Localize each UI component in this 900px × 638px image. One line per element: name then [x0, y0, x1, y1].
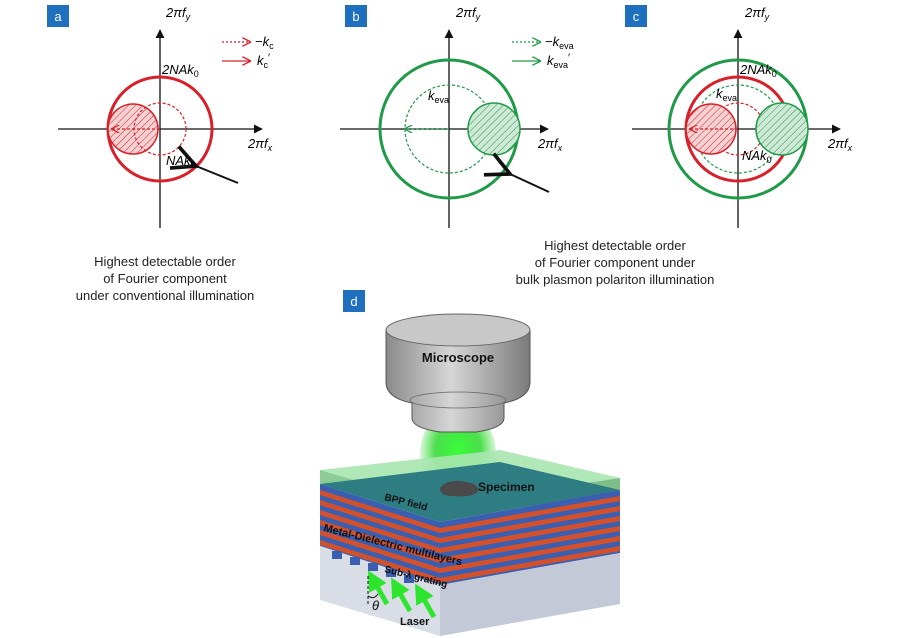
caption-left-line-2: of Fourier component — [103, 271, 227, 286]
mid-label-c: keva — [716, 86, 737, 103]
substrate-right-face — [440, 553, 620, 636]
axis-y-label-c: 2πfy — [744, 5, 770, 22]
panel-b: 2πfy 2πfx keva −keva keva′ — [340, 5, 574, 228]
microscope-body — [385, 329, 531, 433]
pointer-arrow-a — [196, 166, 239, 184]
caption-left: Highest detectable order of Fourier comp… — [65, 253, 265, 304]
panel-tag-b: b — [345, 5, 367, 27]
caption-right-line-2: of Fourier component under — [534, 255, 696, 270]
panel-c: 2πfy 2πfx 2NAk0 keva NAk0 — [632, 5, 853, 228]
axis-x-label-c: 2πfx — [827, 136, 853, 153]
inner-label-b: keva — [428, 88, 449, 105]
caption-left-line-3: under conventional illumination — [75, 288, 255, 303]
pointer-arrow-b — [510, 174, 550, 193]
laser-label: Laser — [400, 616, 430, 628]
axis-y-label-a: 2πfy — [165, 5, 191, 22]
axis-x-label-a: 2πfx — [247, 136, 273, 153]
caption-right: Highest detectable order of Fourier comp… — [500, 237, 730, 288]
legend-text-1-b: −keva — [545, 34, 574, 51]
specimen-shape — [440, 480, 479, 497]
panel-d: Microscope — [320, 313, 620, 636]
axis-x-label-b: 2πfx — [537, 136, 563, 153]
microscope-ring — [409, 391, 507, 409]
panel-tag-d: d — [343, 290, 365, 312]
panel-a: 2πfy 2πfx 2NAk0 NAk0 −kc kc′ — [58, 5, 274, 228]
multilayer-right-face — [440, 490, 620, 585]
specimen-label: Specimen — [478, 480, 535, 494]
shifted-circle-green-c — [755, 102, 809, 156]
legend-text-1-a: −kc — [255, 34, 274, 51]
theta-label: θ — [372, 598, 379, 613]
inner-label-a: NAk0 — [166, 153, 196, 170]
shifted-circle-b — [467, 102, 521, 156]
inner-label-c: NAk0 — [742, 148, 772, 165]
caption-right-line-1: Highest detectable order — [544, 238, 686, 253]
caption-right-line-3: bulk plasmon polariton illumination — [515, 272, 715, 287]
caption-left-line-1: Highest detectable order — [94, 254, 236, 269]
panel-tag-a: a — [47, 5, 69, 27]
axis-y-label-b: 2πfy — [455, 5, 481, 22]
outer-label-c: 2NAk0 — [739, 62, 777, 79]
outer-label-a: 2NAk0 — [161, 62, 199, 79]
theta-arc — [367, 593, 379, 599]
legend-text-2-b: keva′ — [547, 52, 570, 70]
microscope-label: Microscope — [422, 350, 494, 365]
multilayer-left-face — [320, 484, 440, 585]
microscope-top — [385, 313, 531, 347]
panel-tag-c: c — [625, 5, 647, 27]
legend-text-2-a: kc′ — [257, 52, 270, 70]
laser-arrows — [367, 570, 437, 619]
